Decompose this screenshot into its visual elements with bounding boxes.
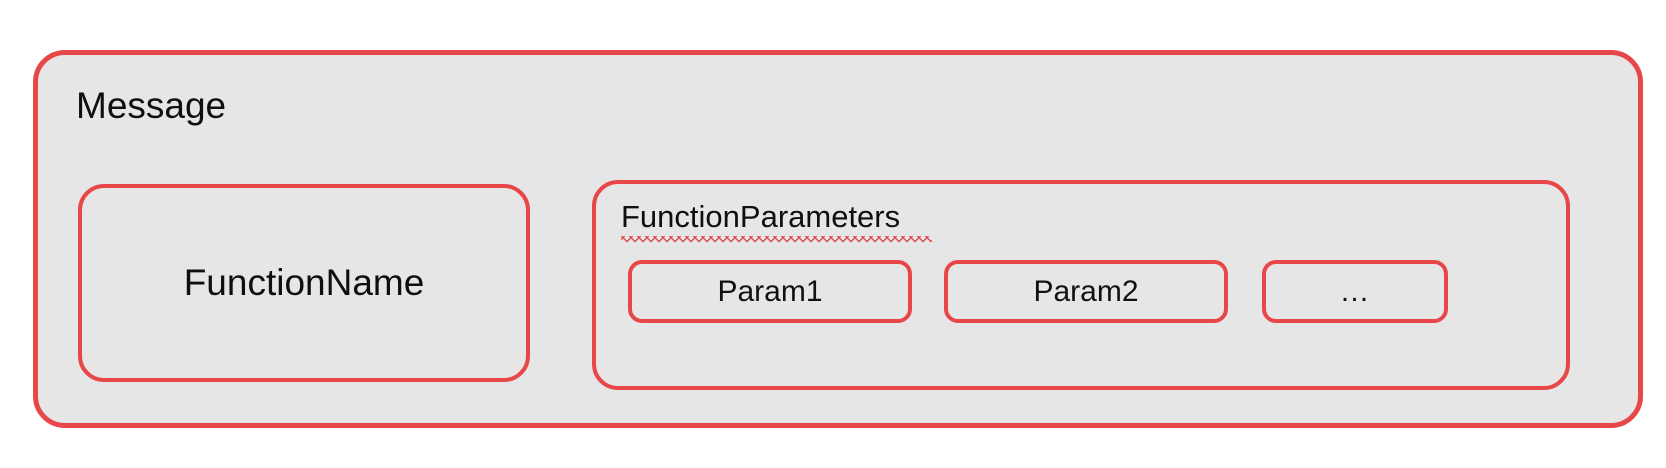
- param-ellipsis-label: …: [1339, 274, 1371, 308]
- param-block: Param1: [628, 260, 912, 323]
- param-label: Param1: [717, 274, 823, 308]
- spellcheck-squiggle-underline: [621, 236, 932, 242]
- message-block-label: Message: [76, 85, 227, 126]
- function-name-block: FunctionName: [78, 184, 530, 382]
- param-label: Param2: [1033, 274, 1139, 308]
- param-block-ellipsis: …: [1262, 260, 1448, 323]
- function-name-label: FunctionName: [183, 262, 425, 303]
- function-parameters-label: FunctionParameters: [621, 199, 901, 234]
- param-block: Param2: [944, 260, 1228, 323]
